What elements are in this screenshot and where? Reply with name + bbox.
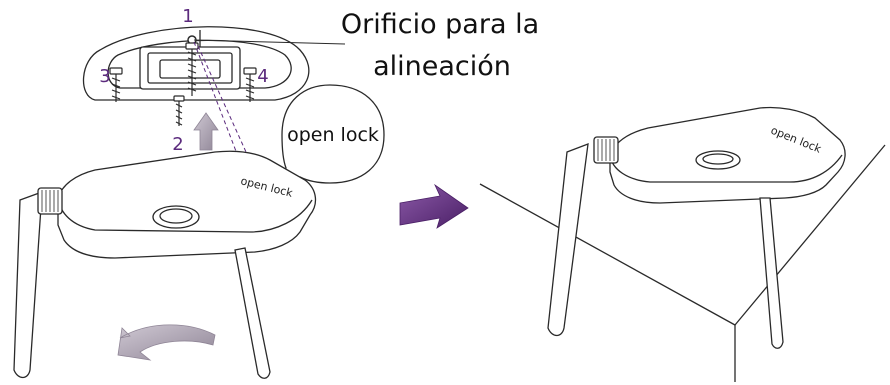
screw-icon	[173, 95, 185, 126]
screw-label-1: 1	[182, 6, 193, 27]
alignment-guide	[193, 41, 257, 175]
table-surface	[479, 144, 886, 382]
screw-icon	[243, 67, 257, 102]
callout-line-1: Orificio para la	[341, 9, 539, 40]
bubble-text: open lock	[287, 124, 379, 146]
callout-leader-line	[193, 39, 346, 45]
speech-bubble: open lock	[267, 84, 385, 201]
device-left	[13, 150, 317, 379]
mounting-bracket	[82, 26, 310, 101]
screw-icon	[185, 42, 199, 96]
rotate-arrow-icon	[117, 324, 216, 361]
screw-label-3: 3	[99, 66, 110, 87]
right-arrow-icon	[399, 183, 469, 229]
device-right	[547, 106, 846, 349]
screw-label-2: 2	[172, 134, 183, 155]
screw-icon	[109, 67, 123, 102]
screw-label-4: 4	[257, 66, 268, 87]
callout-line-2: alineación	[373, 51, 511, 82]
up-arrow-icon	[193, 112, 219, 151]
